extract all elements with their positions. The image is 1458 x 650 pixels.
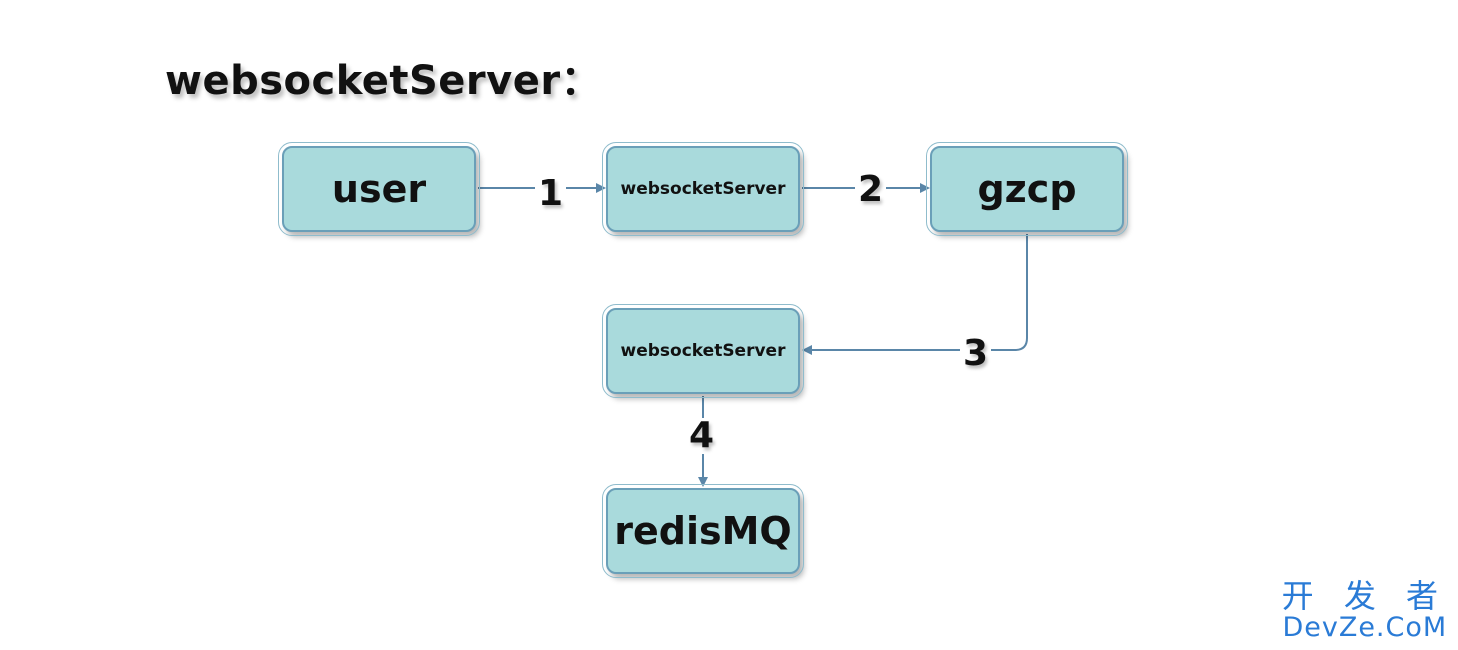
node-websocketserver-2: websocketServer [602,304,804,398]
diagram-title: websocketServer： [165,58,602,104]
edge-gzcp-to-ws2 [802,234,1028,355]
node-redismq: redisMQ [602,484,804,578]
node-gzcp: gzcp [926,142,1128,236]
node-user: user [278,142,480,236]
node-websocketserver-1: websocketServer [602,142,804,236]
watermark: 开 发 者 DevZe.CoM [1281,577,1448,643]
step-label-2: 2 [855,172,887,208]
watermark-bottom: DevZe.CoM [1282,611,1448,643]
watermark-top: 开 发 者 [1281,577,1448,616]
step-label-4: 4 [686,418,718,454]
step-label-1: 1 [535,176,567,212]
step-label-3: 3 [960,336,992,372]
